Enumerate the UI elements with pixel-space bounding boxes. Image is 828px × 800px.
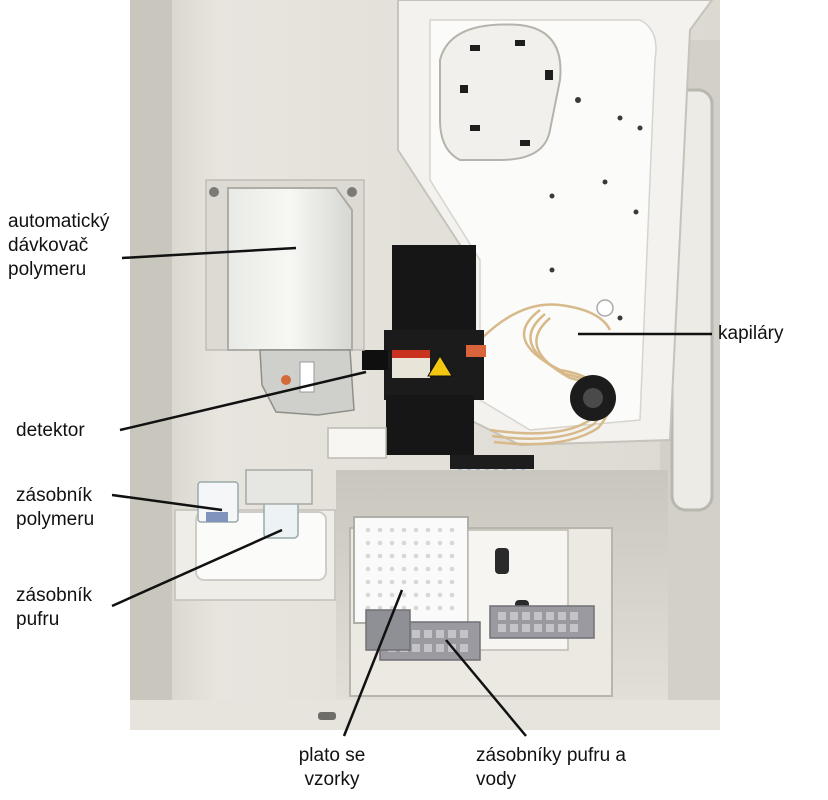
sample-plate-wells	[365, 527, 455, 611]
leader-buffer-water	[445, 639, 527, 737]
detector-port	[362, 350, 388, 370]
leader-polymer-reservoir	[111, 493, 223, 512]
buffer-water-strip-back	[489, 605, 595, 639]
label-polymer-reservoir: zásobník polymeru	[16, 485, 95, 530]
valve-block	[245, 469, 313, 505]
capillary-tip-fitting	[596, 299, 614, 317]
label-buffer-water-reservoirs: zásobníky pufru a vody	[476, 745, 626, 790]
buffer-jar	[263, 499, 299, 539]
leader-sample-plate	[342, 589, 404, 737]
cabinet-bottom-edge	[130, 700, 720, 730]
panel-screws	[549, 97, 643, 321]
cabinet-left-wall	[130, 0, 172, 730]
capillary-array-head	[450, 455, 534, 469]
label-buffer-reservoir: zásobník pufru	[16, 585, 93, 630]
label-detector: detektor	[16, 420, 85, 441]
label-sample-plate: plato se vzorky	[298, 745, 366, 790]
sample-plate	[353, 516, 469, 624]
laser-warning-icon	[427, 355, 453, 377]
leader-buffer-reservoir	[111, 528, 283, 608]
leader-detector	[119, 370, 367, 432]
leader-dispenser	[121, 246, 297, 260]
label-dispenser: automatický dávkovač polymeru	[8, 211, 110, 280]
detector-block-bottom	[386, 395, 474, 455]
detector-block-top	[392, 245, 476, 340]
label-capillaries: kapiláry	[718, 323, 784, 344]
capillary-cassette	[439, 23, 562, 161]
drip-tray	[327, 427, 387, 459]
leader-lines	[111, 246, 712, 737]
dispenser-housing	[227, 187, 353, 351]
buffer-water-strip-left	[365, 609, 411, 651]
cassette-slots	[460, 40, 553, 146]
